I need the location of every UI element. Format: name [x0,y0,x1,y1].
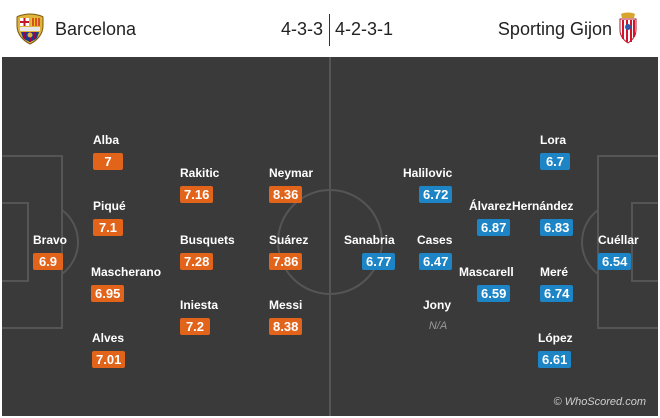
home-team-name[interactable]: Barcelona [55,19,137,39]
away-player[interactable]: Halilovic 6.72 [403,166,473,203]
player-name: Suárez [269,233,309,247]
away-player[interactable]: López 6.61 [538,331,608,368]
player-rating: 7.01 [92,351,126,368]
player-name: Jony [423,298,452,312]
player-rating: 6.83 [540,219,574,236]
player-rating: 8.36 [269,186,303,203]
player-rating: 6.72 [419,186,453,203]
player-name: Hernández [512,199,574,213]
player-rating: 7.86 [269,253,303,270]
player-name: Busquets [180,233,235,247]
home-player[interactable]: Rakitic 7.16 [180,166,250,203]
away-formation: 4-2-3-1 [335,19,394,39]
player-rating: 7 [93,153,123,170]
player-rating: 6.87 [477,219,511,236]
home-player[interactable]: Mascherano 6.95 [91,265,162,302]
player-rating: 6.47 [419,253,453,270]
match-header: Barcelona 4-3-3 4-2-3-1 Sporting Gijon [0,0,660,57]
home-formation: 4-3-3 [280,19,323,39]
home-player[interactable]: Alves 7.01 [92,331,162,368]
player-rating: 6.59 [477,285,511,302]
player-name: Bravo [33,233,68,247]
formation-divider [329,14,330,46]
player-rating: 7.2 [180,318,210,335]
barcelona-crest-icon [16,13,44,45]
player-name: Cuéllar [598,233,639,247]
player-name: Mascherano [91,265,162,279]
player-rating: 6.7 [540,153,570,170]
player-rating: 7.1 [93,219,123,236]
player-name: López [538,331,573,345]
player-name: Lora [540,133,567,147]
player-name: Messi [269,298,303,312]
player-rating: 6.54 [598,253,632,270]
player-rating: 6.77 [362,253,396,270]
away-player[interactable]: Cuéllar 6.54 [598,233,658,270]
home-player[interactable]: Suárez 7.86 [269,233,339,270]
away-team-name[interactable]: Sporting Gijon [497,19,612,39]
away-player[interactable]: Hernández 6.83 [512,199,582,236]
player-name: Meré [540,265,569,279]
home-player[interactable]: Iniesta 7.2 [180,298,250,335]
player-rating: 6.9 [33,253,63,270]
player-rating: 7.28 [180,253,214,270]
player-name: Alves [92,331,125,345]
player-rating: 6.95 [91,285,125,302]
home-player[interactable]: Alba 7 [93,133,163,170]
home-player[interactable]: Messi 8.38 [269,298,339,335]
player-rating: 7.16 [180,186,214,203]
player-name: Rakitic [180,166,220,180]
away-player[interactable]: Meré 6.74 [540,265,610,302]
player-name: Mascarell [459,265,514,279]
player-name: Piqué [93,199,126,213]
player-name: Sanabria [344,233,395,247]
player-name: Alba [93,133,120,147]
player-rating: 8.38 [269,318,303,335]
away-player[interactable]: Mascarell 6.59 [459,265,529,302]
pitch-markings [2,57,658,416]
pitch: Alba 7 Piqué 7.1 Bravo 6.9 Mascherano 6.… [2,57,658,416]
player-name: Neymar [269,166,314,180]
player-rating: N/A [428,320,448,332]
player-rating: 6.74 [540,285,574,302]
player-name: Álvarez [469,199,512,213]
home-player[interactable]: Piqué 7.1 [93,199,163,236]
home-player[interactable]: Neymar 8.36 [269,166,339,203]
home-player[interactable]: Bravo 6.9 [33,233,103,270]
away-player[interactable]: Álvarez 6.87 [469,199,539,236]
away-player[interactable]: Jony N/A [423,298,493,332]
away-player[interactable]: Sanabria 6.77 [344,233,414,270]
sporting-gijon-crest-icon [619,12,637,44]
away-player[interactable]: Lora 6.7 [540,133,610,170]
whoscored-watermark: © WhoScored.com [553,396,646,408]
player-rating: 6.61 [538,351,572,368]
player-name: Iniesta [180,298,219,312]
home-player[interactable]: Busquets 7.28 [180,233,250,270]
player-name: Cases [417,233,453,247]
player-name: Halilovic [403,166,453,180]
away-player[interactable]: Cases 6.47 [417,233,487,270]
